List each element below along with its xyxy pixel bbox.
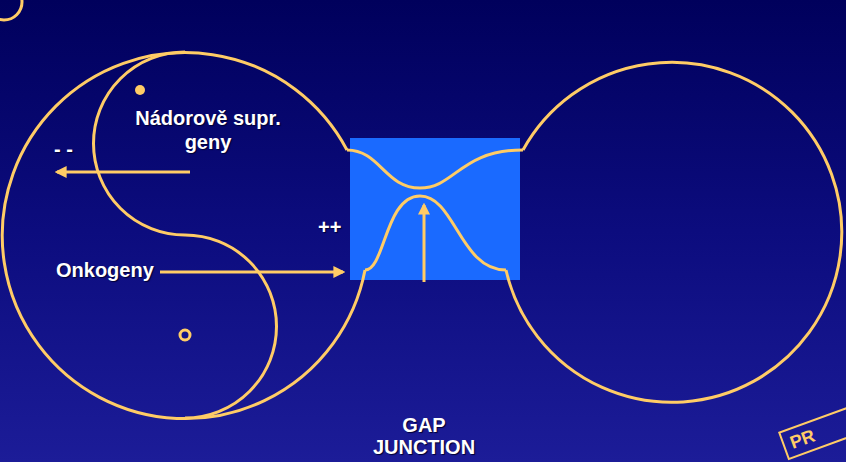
corner-symbol	[0, 0, 22, 20]
sign-minus: - -	[54, 138, 92, 160]
cell-divider	[94, 52, 277, 418]
activation-arrow	[160, 271, 343, 274]
sign-plus: ++	[318, 216, 358, 238]
dot-filled	[135, 85, 145, 95]
dot-hollow	[180, 330, 190, 340]
cell-text: Nádorově supr. geny	[122, 106, 294, 154]
membrane-upper	[347, 150, 523, 188]
cell-text: Onkogeny	[56, 258, 168, 282]
cell-outline	[2, 52, 368, 418]
membrane-lower	[365, 196, 506, 270]
cell-membrane	[2, 53, 365, 419]
right-cell	[506, 62, 842, 402]
stamp-text: PR	[778, 406, 846, 460]
structure-label: GAP JUNCTION	[359, 414, 489, 458]
suppression-arrow	[57, 171, 190, 174]
gap-junction-region	[350, 138, 520, 280]
pointer-arrow	[423, 205, 426, 282]
cell-node: Nádorově supr. genyOnkogeny	[2, 52, 368, 418]
